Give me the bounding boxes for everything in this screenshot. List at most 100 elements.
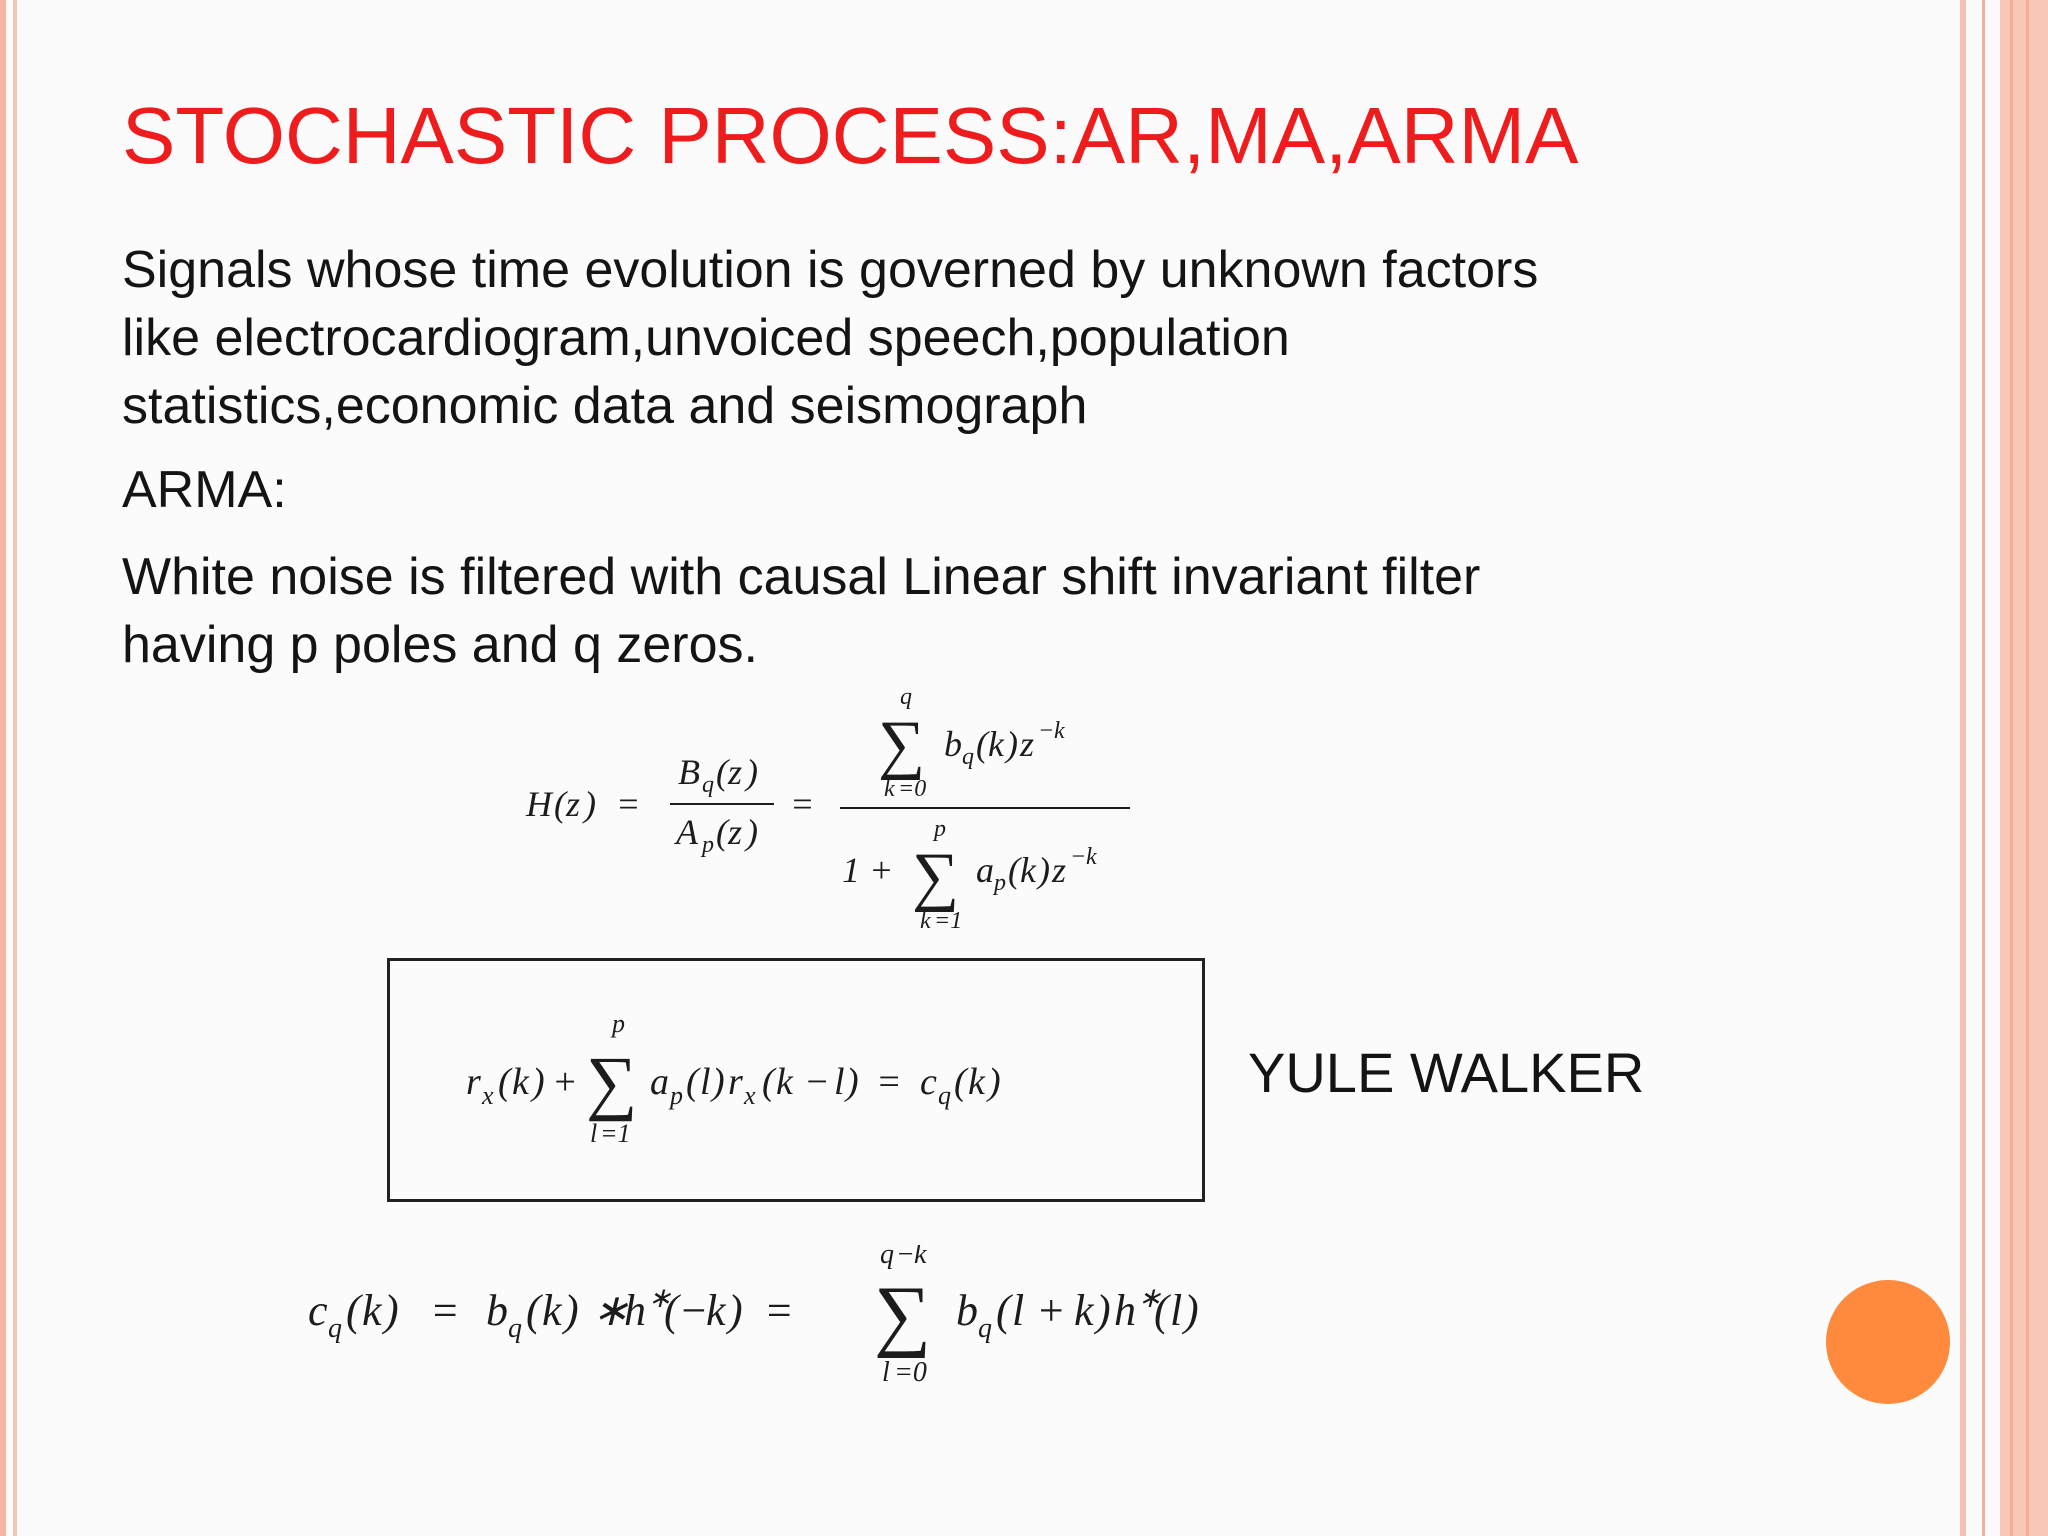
transfer-function-equation: H (z) = B q (z) A p (z) = q ∑ k =0 b q (…: [525, 684, 1130, 934]
svg-text:): ): [710, 1061, 725, 1103]
svg-text:k: k: [884, 776, 895, 802]
svg-text:z: z: [727, 752, 742, 792]
svg-text:k: k: [1086, 844, 1097, 870]
decorative-circle: [1826, 1280, 1950, 1404]
svg-text:r: r: [728, 1061, 743, 1103]
svg-text:q: q: [508, 1313, 522, 1344]
frame-stripe-right: [2026, 0, 2029, 1536]
cq-equation: c q (k) = b q (k) ∗ h ∗ (−k) = q − k ∑ l…: [308, 1245, 1199, 1388]
svg-text:x: x: [743, 1081, 756, 1110]
svg-text:1 +: 1 +: [842, 850, 893, 890]
frame-band-right: [2000, 0, 2048, 1536]
svg-text:(: (: [686, 1061, 701, 1103]
yule-walker-box: [387, 958, 1205, 1202]
svg-text:∑: ∑: [878, 708, 925, 781]
svg-text:p: p: [932, 816, 946, 842]
svg-text:(: (: [954, 1061, 969, 1103]
svg-text:k: k: [542, 1286, 563, 1335]
yule-walker-equation: r x (k) + p ∑ l =1 a p (l) r x (k −l) = …: [466, 1010, 1001, 1148]
frame-stripe-right: [2010, 0, 2013, 1536]
svg-text:): ): [744, 812, 758, 852]
svg-text:): ): [1181, 1286, 1199, 1335]
svg-text:k: k: [1074, 1286, 1095, 1335]
svg-text:∗: ∗: [1138, 1283, 1161, 1314]
svg-text:k: k: [512, 1061, 530, 1103]
svg-text:+: +: [1036, 1286, 1066, 1335]
svg-text:k: k: [706, 1286, 727, 1335]
frame-stripe-left: [0, 0, 6, 1536]
frame-stripe-right: [1960, 0, 1966, 1536]
svg-text:p: p: [668, 1081, 683, 1110]
svg-text:r: r: [466, 1061, 481, 1103]
svg-text:): ): [986, 1061, 1001, 1103]
svg-text:c: c: [920, 1061, 937, 1103]
svg-text:−: −: [896, 1245, 915, 1270]
svg-text:∑: ∑: [586, 1042, 637, 1122]
svg-text:=1: =1: [934, 908, 962, 934]
yule-walker-label: YULE WALKER: [1248, 1041, 1645, 1104]
svg-text:): ): [582, 784, 596, 824]
svg-text:(: (: [526, 1286, 543, 1335]
svg-text:h: h: [624, 1286, 646, 1335]
svg-text:(: (: [716, 812, 730, 852]
svg-text:): ): [561, 1286, 579, 1335]
filter-description: White noise is filtered with causal Line…: [122, 543, 1480, 679]
svg-text:=: =: [616, 784, 640, 824]
svg-text:b: b: [956, 1286, 978, 1335]
svg-text:z: z: [727, 812, 742, 852]
svg-text:∗: ∗: [648, 1283, 671, 1314]
svg-text:A: A: [674, 812, 699, 852]
svg-text:): ): [530, 1061, 545, 1103]
arma-label: ARMA:: [122, 461, 287, 519]
svg-text:p: p: [992, 870, 1006, 896]
paragraph-line: like electrocardiogram,unvoiced speech,p…: [122, 309, 1290, 367]
svg-text:l: l: [1012, 1286, 1024, 1335]
svg-text:l: l: [882, 1357, 890, 1388]
svg-text:): ): [1004, 724, 1018, 764]
svg-text:(: (: [346, 1286, 363, 1335]
svg-text:∑: ∑: [912, 840, 959, 913]
svg-text:q: q: [880, 1245, 894, 1270]
svg-text:z: z: [1019, 724, 1034, 764]
svg-text:(: (: [498, 1061, 513, 1103]
svg-text:b: b: [486, 1286, 508, 1335]
svg-text:l: l: [834, 1061, 845, 1103]
svg-text:∑: ∑: [874, 1271, 931, 1359]
svg-text:q: q: [978, 1313, 992, 1344]
svg-text:=0: =0: [898, 776, 926, 802]
paragraph-line: Signals whose time evolution is governed…: [122, 241, 1539, 299]
filter-line: having p poles and q zeros.: [122, 616, 758, 674]
svg-text:k: k: [988, 724, 1005, 764]
svg-text:∗: ∗: [592, 1286, 629, 1335]
svg-text:=: =: [430, 1286, 460, 1335]
svg-text:=: =: [764, 1286, 794, 1335]
svg-text:(: (: [762, 1061, 777, 1103]
svg-text:q: q: [900, 684, 912, 710]
svg-text:H: H: [525, 784, 554, 824]
svg-text:q: q: [702, 772, 714, 798]
frame-stripe-left-inner: [13, 0, 17, 1536]
svg-text:k: k: [920, 908, 931, 934]
svg-text:p: p: [610, 1010, 625, 1038]
svg-text:(: (: [1008, 850, 1022, 890]
svg-text:k: k: [1020, 850, 1037, 890]
intro-paragraph: Signals whose time evolution is governed…: [122, 236, 1538, 440]
svg-text:(: (: [996, 1286, 1013, 1335]
svg-text:z: z: [1051, 850, 1066, 890]
svg-text:(−: (−: [664, 1286, 708, 1335]
svg-text:k: k: [1054, 718, 1065, 744]
svg-text:=: =: [790, 784, 814, 824]
svg-text:q: q: [938, 1081, 951, 1110]
svg-text:): ): [1036, 850, 1050, 890]
svg-text:(: (: [1154, 1286, 1171, 1335]
frame-stripe-right: [1982, 0, 1985, 1536]
svg-text:−: −: [1070, 844, 1086, 870]
svg-text:k: k: [362, 1286, 383, 1335]
svg-text:B: B: [678, 752, 700, 792]
svg-text:=: =: [876, 1061, 902, 1103]
svg-text:k: k: [914, 1245, 927, 1270]
svg-text:p: p: [700, 832, 714, 858]
svg-text:(: (: [554, 784, 568, 824]
svg-text:k: k: [776, 1061, 794, 1103]
